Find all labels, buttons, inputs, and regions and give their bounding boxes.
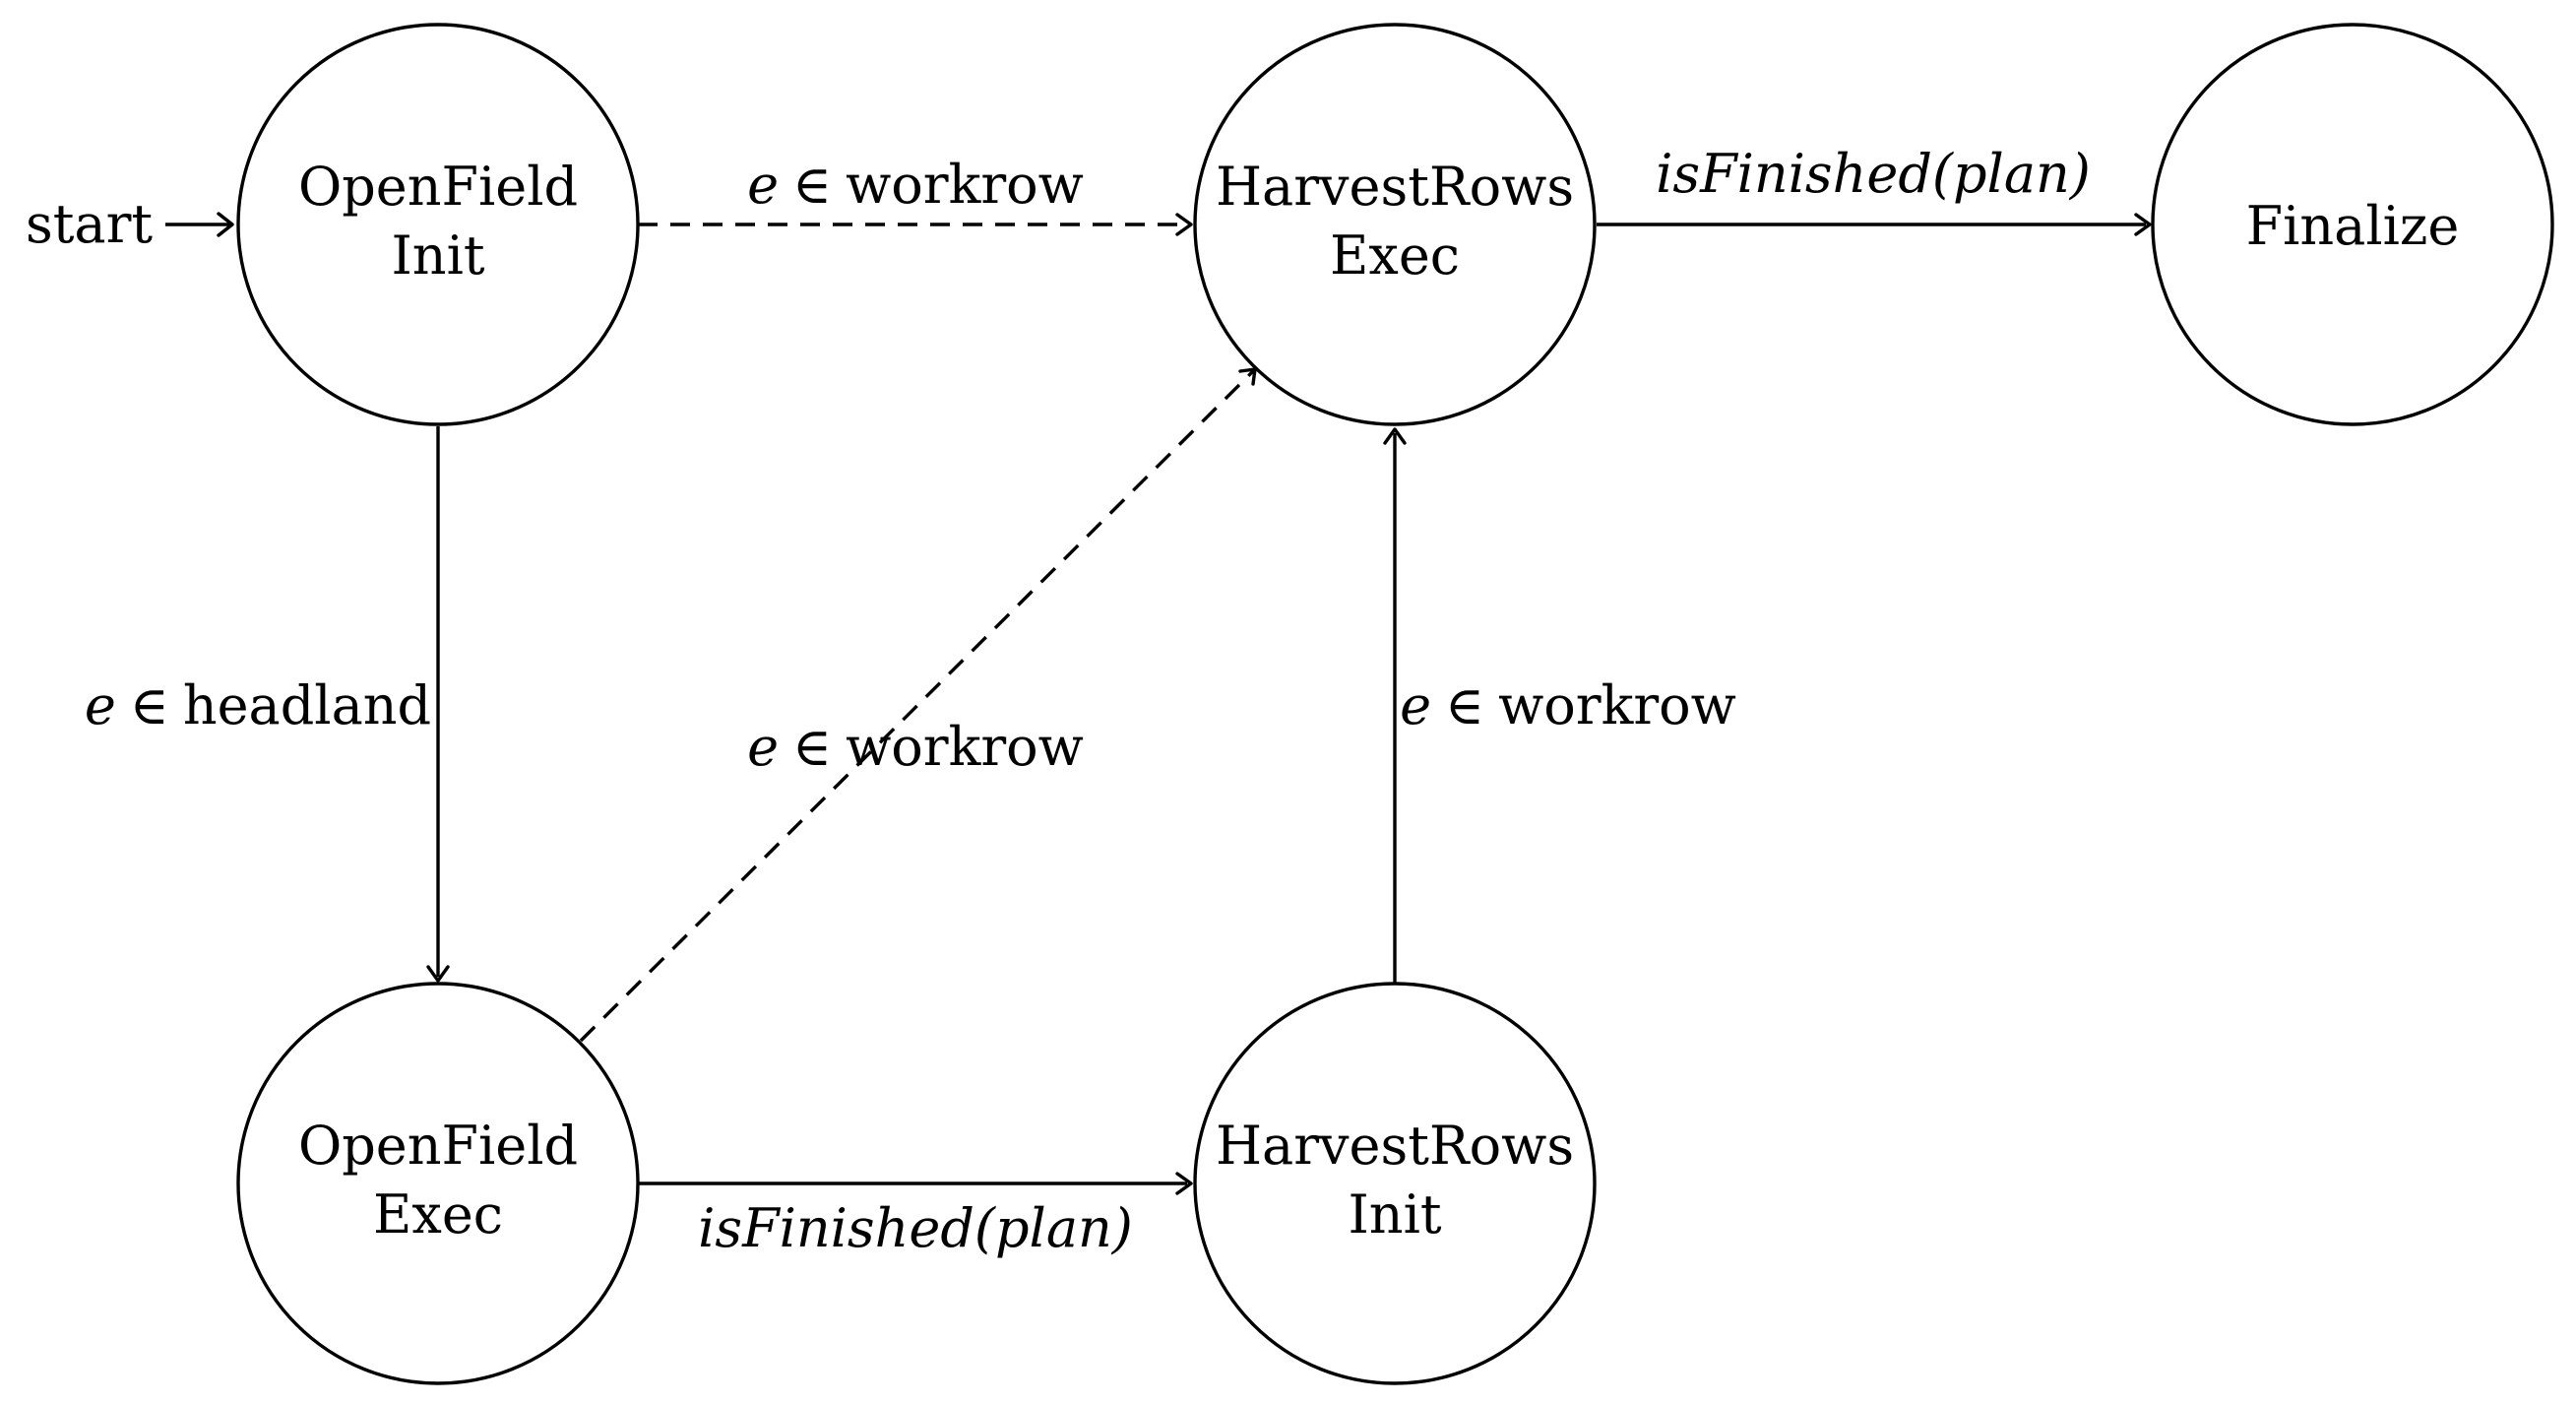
arrow-head	[1175, 213, 1193, 236]
arrow-head	[426, 965, 450, 983]
edge-label-openfield-exec-to-harvestrows-init: isFinished(plan)	[698, 1197, 1133, 1259]
edge-label-set: workrow	[846, 716, 1084, 778]
edge-label-var: e	[747, 716, 779, 778]
arrow-head	[1383, 427, 1407, 445]
state-label-line2: Exec	[373, 1183, 503, 1245]
edge-start	[165, 212, 234, 237]
edge-label-openfield-exec-to-harvestrows-exec: e∈workrow	[747, 716, 1084, 778]
state-label-line2: Init	[391, 224, 484, 287]
arrow-head	[1175, 1172, 1193, 1195]
edge-label-harvestrows-exec-to-finalize: isFinished(plan)	[1656, 143, 2091, 205]
edge-label-harvestrows-init-to-harvestrows-exec: e∈workrow	[1400, 674, 1736, 736]
edge-label-set: workrow	[1498, 674, 1736, 736]
edge-label-set: headland	[183, 674, 431, 736]
edge-label-op: ∈	[130, 674, 169, 736]
state-label-line1: HarvestRows	[1216, 1115, 1574, 1177]
edge-label-op: ∈	[1445, 674, 1484, 736]
edge-harvestrows-init-to-harvestrows-exec	[1383, 427, 1407, 985]
arrow-head	[217, 212, 234, 237]
edge-label-var: e	[85, 674, 116, 736]
edge-openfield-exec-to-harvestrows-exec	[579, 367, 1257, 1043]
state-label-line2: Init	[1348, 1183, 1441, 1245]
edge-label-set: workrow	[846, 154, 1084, 216]
state-openfield-init: OpenField Init	[236, 23, 640, 426]
edge-openfield-init-to-harvestrows-exec	[638, 213, 1193, 236]
edge-openfield-init-to-openfield-exec	[426, 426, 450, 983]
edge-openfield-exec-to-harvestrows-init	[638, 1172, 1193, 1195]
state-harvestrows-init: HarvestRows Init	[1193, 982, 1597, 1385]
edge-label-var: e	[1400, 674, 1431, 736]
state-label-line1: OpenField	[298, 156, 578, 218]
state-label-line1: Finalize	[2246, 195, 2460, 257]
state-openfield-exec: OpenField Exec	[236, 982, 640, 1385]
state-label-line1: HarvestRows	[1216, 156, 1574, 218]
start-label: start	[26, 193, 153, 255]
arrow-head	[2134, 213, 2152, 236]
edge-label-op: ∈	[792, 716, 832, 778]
edge-label-openfield-init-to-openfield-exec: e∈headland	[85, 674, 431, 736]
state-label-line2: Exec	[1330, 224, 1460, 287]
edge-label-var: e	[747, 154, 779, 216]
edge-harvestrows-exec-to-finalize	[1597, 213, 2152, 236]
edge-label-op: ∈	[792, 154, 832, 216]
state-label-line1: OpenField	[298, 1115, 578, 1177]
state-harvestrows-exec: HarvestRows Exec	[1193, 23, 1597, 426]
edge-label-openfield-init-to-harvestrows-exec: e∈workrow	[747, 154, 1084, 216]
state-finalize: Finalize	[2151, 23, 2554, 426]
